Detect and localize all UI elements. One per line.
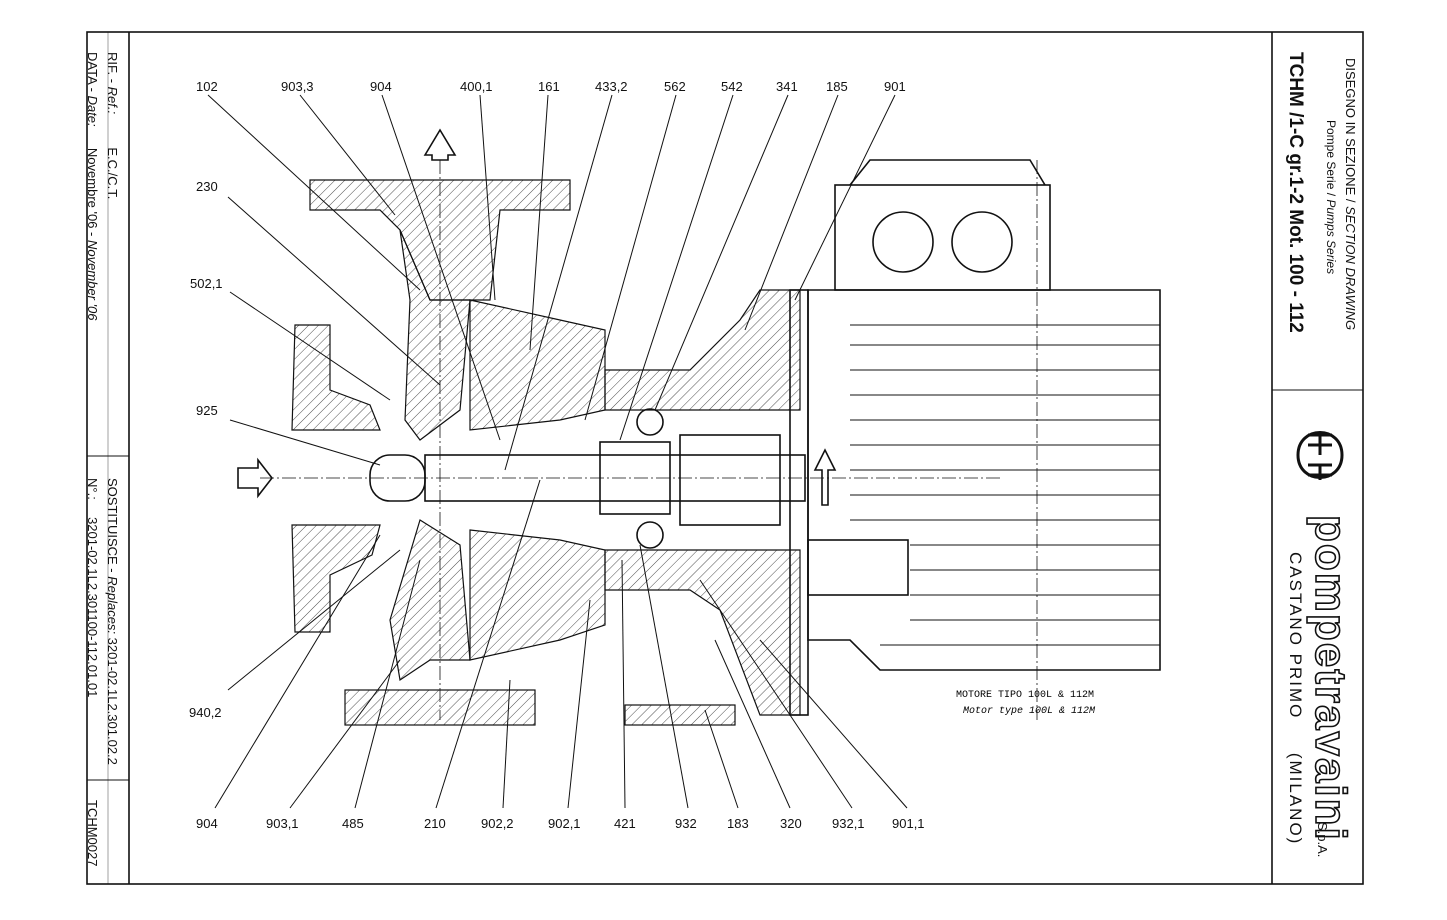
company-city: CASTANO PRIMO (MILANO) xyxy=(1285,552,1305,845)
cable-gland-2 xyxy=(951,211,1013,273)
company-suffix: S.p.A. xyxy=(1315,822,1330,858)
sheet-border xyxy=(86,31,1364,885)
rotation-arrow xyxy=(813,448,837,506)
motor-cooling-fins xyxy=(850,324,1160,646)
number-value: 3201-02.1L2.301100-112.01.01 xyxy=(85,517,100,698)
pump-series-it: Pompe Serie / xyxy=(1324,120,1338,200)
callouts-bottom: 904 903,1 485 210 902,2 902,1 421 932 18… xyxy=(196,816,925,831)
motor-foot xyxy=(624,704,736,726)
discharge-flow-arrow xyxy=(423,128,457,161)
callout-label: 183 xyxy=(727,816,749,831)
motor-shaft-end xyxy=(679,434,781,526)
province-name: (MILANO) xyxy=(1286,752,1305,846)
volute-lower xyxy=(389,519,471,682)
shaft-sleeve xyxy=(599,441,671,515)
suction-flow-arrow xyxy=(237,457,274,499)
callout-label: 901,1 xyxy=(892,816,925,831)
callout-label: 562 xyxy=(664,79,686,94)
ref-value: E.C./C.T. xyxy=(105,147,120,200)
replaces-label-en: Replaces: xyxy=(105,576,120,635)
drawing-type: DISEGNO IN SEZIONE / SECTION DRAWING xyxy=(1343,58,1358,330)
bearing-lower xyxy=(636,521,664,549)
callout-label: 102 xyxy=(196,79,218,94)
motor-body xyxy=(807,289,1161,671)
pump-series: Pompe Serie / Pumps Series xyxy=(1324,120,1338,274)
motor-type-note: MOTORE TIPO 100L & 112M xyxy=(956,690,1094,701)
company-logo xyxy=(1296,431,1344,480)
date-value: Novembre '06 - xyxy=(85,147,100,240)
callout-label: 421 xyxy=(614,816,636,831)
lantern-bracket-lower xyxy=(604,549,801,716)
replaces-row: SOSTITUISCE - Replaces: 3201-02.1L2.301.… xyxy=(105,478,120,765)
ref-label-en: Ref.: xyxy=(105,86,120,115)
date-row: DATA - Date: Novembre '06 - November '06 xyxy=(85,52,100,321)
callout-label: 902,2 xyxy=(481,816,514,831)
ref-label: RIF. - xyxy=(105,52,120,87)
replaces-label: SOSTITUISCE - xyxy=(105,478,120,577)
model-title: TCHM /1-C gr.1-2 Mot. 100 - 112 xyxy=(1285,52,1306,333)
callout-label: 903,3 xyxy=(281,79,314,94)
callout-label: 185 xyxy=(826,79,848,94)
leader-lines xyxy=(207,94,908,809)
casing-cover-lower xyxy=(469,529,606,661)
callout-label: 341 xyxy=(776,79,798,94)
replaces-value: 3201-02.1L2.301.02.2 xyxy=(105,637,120,765)
bearing-upper xyxy=(636,408,664,436)
lantern-bracket xyxy=(604,289,801,411)
callout-label: 940,2 xyxy=(189,705,222,720)
drawing-code: TCHM0027 xyxy=(85,800,100,867)
date-value-en: November '06 xyxy=(85,239,100,321)
pump-casing-lower xyxy=(291,524,381,633)
pump-section-drawing xyxy=(207,94,1161,809)
callout-label: 433,2 xyxy=(595,79,628,94)
company-name: pompetravaini xyxy=(1305,514,1356,842)
terminal-box-lid xyxy=(849,159,1046,186)
callout-label: 901 xyxy=(884,79,906,94)
cable-gland-1 xyxy=(872,211,934,273)
number-row: N°.: 3201-02.1L2.301100-112.01.01 xyxy=(85,478,100,697)
date-label: DATA - xyxy=(85,52,100,96)
pump-series-en: Pumps Series xyxy=(1324,199,1338,275)
callout-label: 161 xyxy=(538,79,560,94)
drawing-type-en: SECTION DRAWING xyxy=(1343,206,1358,331)
callout-label: 904 xyxy=(370,79,392,94)
city-name: CASTANO PRIMO xyxy=(1286,552,1305,720)
callouts-top: 102 903,3 904 400,1 161 433,2 562 542 34… xyxy=(196,79,906,94)
callout-label: 903,1 xyxy=(266,816,299,831)
callout-label: 904 xyxy=(196,816,218,831)
impeller-nut xyxy=(369,454,426,502)
callout-label: 542 xyxy=(721,79,743,94)
callouts-left: 230 502,1 925 940,2 xyxy=(189,179,223,720)
number-label: N°.: xyxy=(85,478,100,500)
discharge-flange xyxy=(309,179,571,301)
callout-label: 400,1 xyxy=(460,79,493,94)
callout-label: 210 xyxy=(424,816,446,831)
pump-casing xyxy=(291,324,381,431)
callout-label: 320 xyxy=(780,816,802,831)
callout-label: 230 xyxy=(196,179,218,194)
logo-mark-icon xyxy=(1296,431,1344,479)
callout-label: 925 xyxy=(196,403,218,418)
motor-type-note-en: Motor type 100L & 112M xyxy=(963,706,1096,717)
drawing-type-it: DISEGNO IN SEZIONE / xyxy=(1343,58,1358,207)
pump-foot xyxy=(344,689,536,726)
date-label-en: Date: xyxy=(85,95,100,127)
callout-label: 932 xyxy=(675,816,697,831)
volute-upper xyxy=(399,229,471,441)
terminal-box xyxy=(834,184,1051,291)
ref-row: RIF. - Ref.: E.C./C.T. xyxy=(105,52,120,199)
motor-foot-block xyxy=(807,539,909,596)
callout-label: 932,1 xyxy=(832,816,865,831)
callout-label: 502,1 xyxy=(190,276,223,291)
callout-label: 485 xyxy=(342,816,364,831)
callout-label: 902,1 xyxy=(548,816,581,831)
